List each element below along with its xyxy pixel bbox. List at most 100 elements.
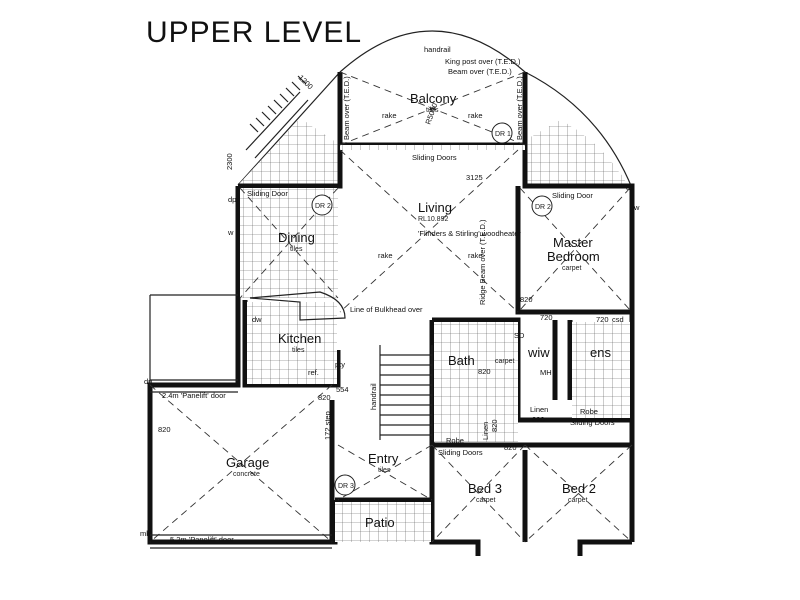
note-720-b: 720 bbox=[596, 315, 609, 324]
room-garage-finish: concrete bbox=[233, 471, 260, 478]
kitchen-bench bbox=[249, 291, 346, 321]
svg-text:DR 3: DR 3 bbox=[338, 483, 354, 490]
note-820-bath: 820 bbox=[478, 367, 491, 376]
room-master-name2: Bedroom bbox=[547, 249, 600, 264]
note-mb: mb bbox=[140, 529, 150, 538]
note-sliding-door-dining: Sliding Door bbox=[247, 189, 288, 198]
kitchen-tiles bbox=[247, 302, 337, 384]
svg-text:DR 2: DR 2 bbox=[535, 204, 551, 211]
note-csd: csd bbox=[612, 315, 624, 324]
note-554: 554 bbox=[336, 385, 349, 394]
room-patio-name: Patio bbox=[365, 515, 395, 530]
note-handrail-top: handrail bbox=[424, 45, 451, 54]
note-dp-master: dp bbox=[626, 183, 634, 192]
note-rake-right: rake bbox=[468, 111, 483, 120]
note-woodheater: 'Flinders & Stirling' woodheater bbox=[418, 229, 521, 238]
room-master-finish: carpet bbox=[562, 265, 582, 272]
room-bath-name: Bath bbox=[448, 353, 475, 368]
note-820-bed: 820 bbox=[504, 443, 517, 452]
note-mh: MH bbox=[540, 368, 552, 377]
note-living-rake-right: rake bbox=[468, 251, 483, 260]
note-sliding-doors-bed3: Sliding Doors bbox=[438, 448, 483, 457]
note-king-post: King post over (T.E.D.) bbox=[445, 57, 521, 66]
note-820-kitchen: 820 bbox=[318, 393, 331, 402]
garage-roof-line bbox=[149, 294, 238, 385]
note-dp-dining: dp bbox=[228, 195, 236, 204]
note-dw: dw bbox=[252, 315, 262, 324]
room-balcony-name: Balcony bbox=[410, 91, 457, 106]
door-tag-dr1: DR 1 bbox=[491, 122, 513, 144]
room-ens-name: ens bbox=[590, 345, 611, 360]
wall-wiw-ens bbox=[552, 320, 573, 400]
note-w-master: w bbox=[633, 203, 640, 212]
balcony-posts bbox=[337, 72, 528, 145]
room-kitchen-finish: tiles bbox=[292, 347, 305, 354]
room-balcony-finish: tiles bbox=[426, 107, 439, 114]
bath-tiles bbox=[434, 322, 518, 442]
room-dining-finish: tiles bbox=[290, 246, 303, 253]
note-sd: SD bbox=[514, 331, 525, 340]
note-sliding-door-master: Sliding Door bbox=[552, 191, 593, 200]
balcony-arc-right bbox=[524, 71, 633, 189]
note-820-master: 820 bbox=[520, 295, 533, 304]
note-ridge-beam: Ridge Beam over (T.E.D.) bbox=[478, 219, 487, 305]
room-bath-finish: carpet bbox=[495, 358, 515, 365]
balcony-diagonal-left bbox=[237, 71, 341, 186]
note-robe-left: Robe bbox=[446, 436, 464, 445]
note-sliding-doors-balcony: Sliding Doors bbox=[412, 153, 457, 162]
panelift-bottom-line bbox=[150, 534, 332, 549]
svg-text:DR 1: DR 1 bbox=[495, 131, 511, 138]
note-rake-left: rake bbox=[382, 111, 397, 120]
note-panelift-top: 2.4m 'Panelift' door bbox=[162, 391, 226, 400]
balcony-arc bbox=[339, 30, 526, 73]
note-dim-3125: 3125 bbox=[466, 173, 483, 182]
panelift-top-line bbox=[150, 379, 238, 393]
room-living-name: Living bbox=[418, 200, 452, 215]
note-robe-right: Robe bbox=[580, 407, 598, 416]
note-ref: ref. bbox=[308, 368, 319, 377]
room-dining-name: Dining bbox=[278, 230, 315, 245]
room-master-name: Master bbox=[553, 235, 593, 250]
patio-tiles bbox=[335, 502, 431, 542]
note-dim-2300: 2300 bbox=[225, 153, 234, 170]
room-entry-finish: tiles bbox=[378, 467, 391, 474]
wall-bedrooms-south bbox=[429, 400, 632, 556]
note-dp-garage: dp bbox=[144, 377, 152, 386]
note-820-garage: 820 bbox=[158, 425, 171, 434]
room-entry-name: Entry bbox=[368, 451, 399, 466]
stair-rail-outer bbox=[245, 91, 309, 159]
note-step: 172 step bbox=[323, 411, 332, 440]
note-bulkhead: Line of Bulkhead over bbox=[350, 305, 423, 314]
note-beam-over-right: Beam over (T.E.D.) bbox=[515, 76, 524, 140]
wall-dining-north bbox=[238, 145, 343, 189]
note-820-vertical: 820 bbox=[490, 419, 499, 432]
room-wiw-name: wiw bbox=[527, 345, 550, 360]
note-820-linen: 820 bbox=[532, 415, 545, 424]
note-pty: pty bbox=[335, 360, 345, 369]
note-sliding-doors-bed2: Sliding Doors bbox=[570, 418, 615, 427]
door-tag-dr2-dining: DR 2 bbox=[311, 194, 333, 216]
wall-kitchen bbox=[242, 300, 341, 388]
external-stair bbox=[249, 75, 307, 133]
room-bed2-finish: carpet bbox=[568, 497, 588, 504]
note-handrail-stair: handrail bbox=[369, 383, 378, 410]
plan-title: UPPER LEVEL bbox=[146, 16, 362, 49]
room-bed3-name: Bed 3 bbox=[468, 481, 502, 496]
door-tag-dr3: DR 3 bbox=[334, 474, 356, 496]
balcony-tiles-left bbox=[238, 118, 340, 185]
note-linen: Linen bbox=[530, 405, 548, 414]
note-panelift-bottom: 5.2m 'Panelift' door bbox=[170, 535, 234, 544]
room-bed3-finish: carpet bbox=[476, 497, 496, 504]
svg-text:DR 2: DR 2 bbox=[315, 203, 331, 210]
ens-tiles bbox=[572, 322, 630, 418]
note-w-dining: w bbox=[227, 228, 234, 237]
note-beam-over: Beam over (T.E.D.) bbox=[448, 67, 512, 76]
note-beam-over-left: Beam over (T.E.D.) bbox=[342, 76, 351, 140]
door-tag-dr2-master: DR 2 bbox=[531, 195, 553, 217]
balcony-tiles-right bbox=[525, 120, 628, 185]
sliding-door-strip bbox=[340, 145, 525, 150]
note-720-a: 720 bbox=[540, 313, 553, 322]
room-kitchen-name: Kitchen bbox=[278, 331, 321, 346]
room-garage-name: Garage bbox=[226, 455, 269, 470]
